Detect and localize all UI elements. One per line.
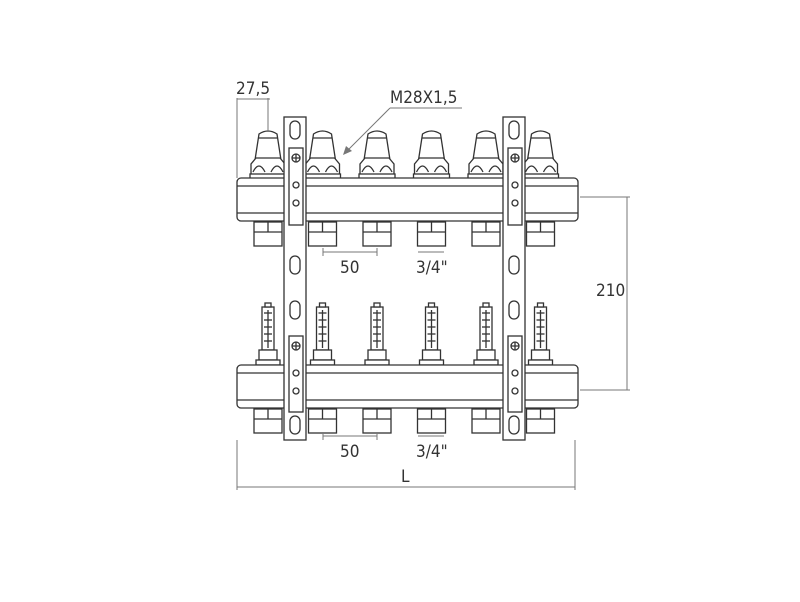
dimension-spacing-top: 50 3/4" <box>322 248 448 278</box>
dimension-height: 210 <box>580 196 630 391</box>
flowmeter-flange <box>364 359 390 366</box>
flowmeter-top <box>427 302 436 308</box>
bracket-clamp <box>288 147 304 226</box>
bottom-outlet-nut <box>416 408 447 434</box>
flowmeter-flange <box>527 359 554 366</box>
dimension-thread: M28X1,5 <box>343 88 462 155</box>
thread-label: M28X1,5 <box>390 88 457 108</box>
flowmeter-top <box>536 302 545 308</box>
valve-cap <box>254 130 282 161</box>
flowmeter-base <box>367 349 387 361</box>
bracket-clamp <box>288 335 304 413</box>
bracket-hole <box>511 199 519 207</box>
bracket-hole <box>511 369 519 377</box>
bracket-hole <box>511 181 519 189</box>
valve-cap <box>417 130 446 161</box>
screw-cross <box>511 342 519 350</box>
bracket-clamp <box>507 335 523 413</box>
flowmeter-top <box>264 302 272 308</box>
left-bracket <box>283 116 307 441</box>
outlet-3 <box>358 130 396 434</box>
dimension-length: L <box>236 440 576 490</box>
flowmeter-base <box>476 349 496 361</box>
bracket-hole <box>292 369 300 377</box>
flowmeter-flange <box>309 359 336 366</box>
valve-cap <box>526 130 555 161</box>
flowmeter-base <box>530 349 551 361</box>
screw-cross <box>292 342 300 350</box>
screw-cross <box>511 154 519 162</box>
bracket-hole <box>292 181 300 189</box>
bracket-hole <box>292 387 300 395</box>
top-outlet-nut <box>471 221 501 247</box>
bracket-slot <box>508 300 520 320</box>
spacing-bottom-label: 50 <box>340 442 359 462</box>
dimension-spacing-bottom: 50 3/4" <box>322 432 448 462</box>
cap-width-label: 27,5 <box>236 79 270 99</box>
nut-facets <box>415 165 448 173</box>
bracket-slot <box>508 255 520 275</box>
flowmeter-flange <box>473 359 499 366</box>
nut-facets <box>361 165 393 173</box>
valve-cap <box>472 130 500 161</box>
flowmeter-flange <box>255 359 281 366</box>
length-label: L <box>401 467 410 487</box>
flowmeter-top <box>373 302 381 308</box>
spacing-top-label: 50 <box>340 258 359 278</box>
outlet-5 <box>467 130 505 434</box>
connection-top-label: 3/4" <box>416 258 448 278</box>
flowmeter-flange <box>418 359 445 366</box>
valve-cap <box>363 130 391 161</box>
leader-arrow-icon <box>343 146 352 155</box>
dimension-cap-width: 27,5 <box>236 79 270 178</box>
bracket-hole <box>292 199 300 207</box>
bracket-slot <box>289 120 301 140</box>
height-label: 210 <box>596 281 625 301</box>
bottom-manifold-bar <box>236 364 579 409</box>
nut-facets <box>470 165 502 173</box>
bracket-clamp <box>507 147 523 226</box>
screw-cross <box>292 154 300 162</box>
bracket-slot <box>289 255 301 275</box>
bracket-slot <box>508 120 520 140</box>
outlet-4 <box>412 130 451 434</box>
flowmeter-base <box>258 349 278 361</box>
connection-bottom-label: 3/4" <box>416 442 448 462</box>
outlet-2 <box>303 130 342 434</box>
bracket-slot <box>289 300 301 320</box>
bracket-slot <box>289 415 301 435</box>
flowmeter-top <box>318 302 327 308</box>
nut-facets <box>306 165 339 173</box>
flowmeter-top <box>482 302 490 308</box>
flowmeter-base <box>421 349 442 361</box>
bracket-hole <box>511 387 519 395</box>
outlet-1 <box>249 130 287 434</box>
nut-facets <box>252 165 284 173</box>
valve-cap <box>308 130 337 161</box>
top-manifold-bar <box>236 177 579 222</box>
flowmeter-base <box>312 349 333 361</box>
bracket-slot <box>508 415 520 435</box>
nut-facets <box>524 165 557 173</box>
right-bracket <box>502 116 526 441</box>
